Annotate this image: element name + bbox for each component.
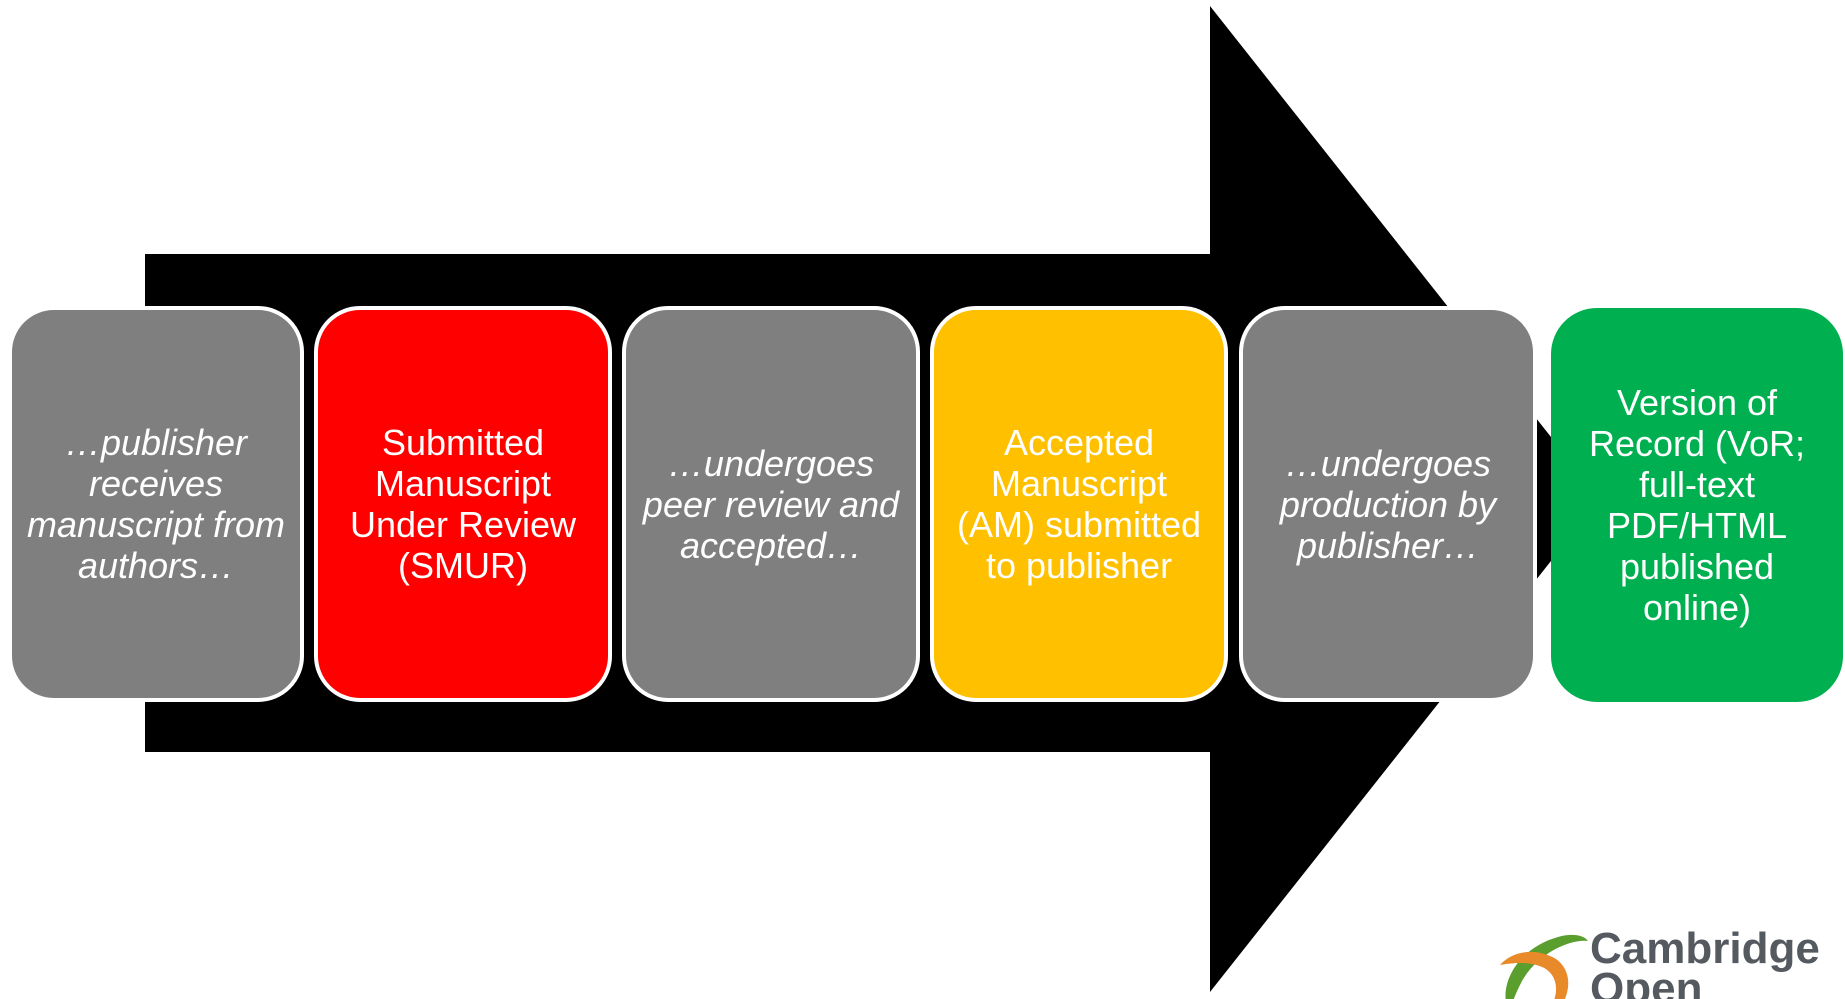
step-production: …undergoes production by publisher… <box>1239 306 1537 702</box>
cambridge-logo-icon <box>1500 934 1588 999</box>
step-label: …undergoes production by publisher… <box>1279 442 1497 566</box>
step-label: Version of Record (VoR; full-text PDF/HT… <box>1588 382 1806 628</box>
step-peer-review: …undergoes peer review and accepted… <box>622 306 920 702</box>
step-label: Submitted Manuscript Under Review (SMUR) <box>349 422 577 586</box>
logo-line-1: Cambridge <box>1590 924 1820 973</box>
logo-text: Cambridge Open <box>1590 927 1820 999</box>
logo-line-2: Open <box>1590 964 1703 999</box>
step-label: …undergoes peer review and accepted… <box>642 442 900 566</box>
step-publisher-receives: …publisher receives manuscript from auth… <box>8 306 304 702</box>
step-version-of-record: Version of Record (VoR; full-text PDF/HT… <box>1551 308 1843 702</box>
cambridge-open-logo: Cambridge Open <box>1492 925 1832 999</box>
step-label: …publisher receives manuscript from auth… <box>26 422 286 586</box>
step-label: Accepted Manuscript (AM) submitted to pu… <box>956 422 1202 586</box>
step-smur: Submitted Manuscript Under Review (SMUR) <box>314 306 612 702</box>
step-accepted-manuscript: Accepted Manuscript (AM) submitted to pu… <box>930 306 1228 702</box>
